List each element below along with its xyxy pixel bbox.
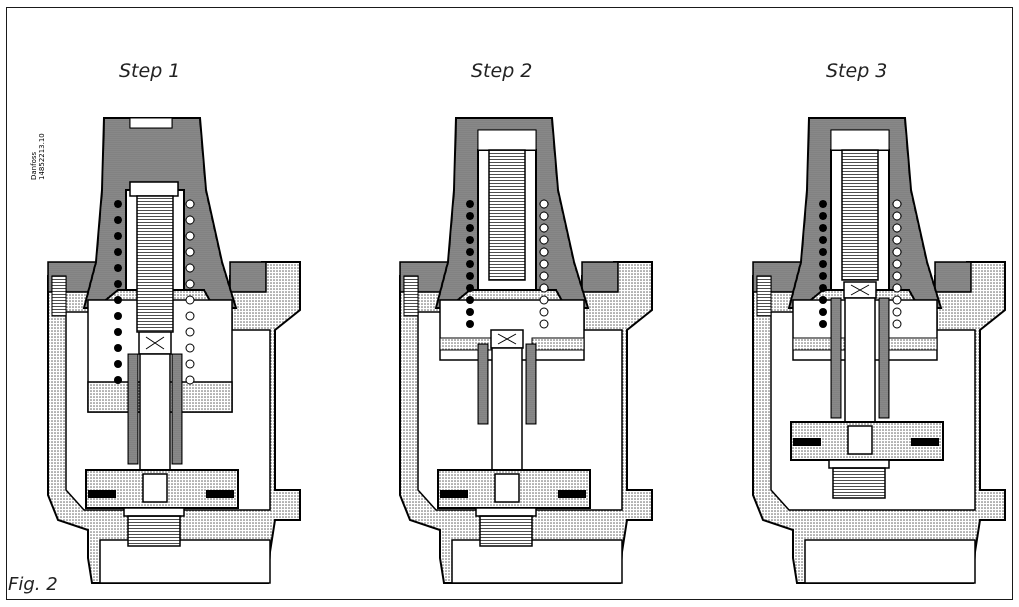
figure-caption: Fig. 2 — [8, 574, 58, 595]
valve-step-1 — [47, 117, 301, 584]
step-2-title: Step 2 — [471, 60, 533, 82]
valve-step-2 — [399, 117, 653, 584]
valve-step-3 — [752, 117, 1006, 584]
step-1-title: Step 1 — [119, 60, 181, 82]
figure-frame — [6, 7, 1013, 600]
step-3-title: Step 3 — [826, 60, 888, 82]
